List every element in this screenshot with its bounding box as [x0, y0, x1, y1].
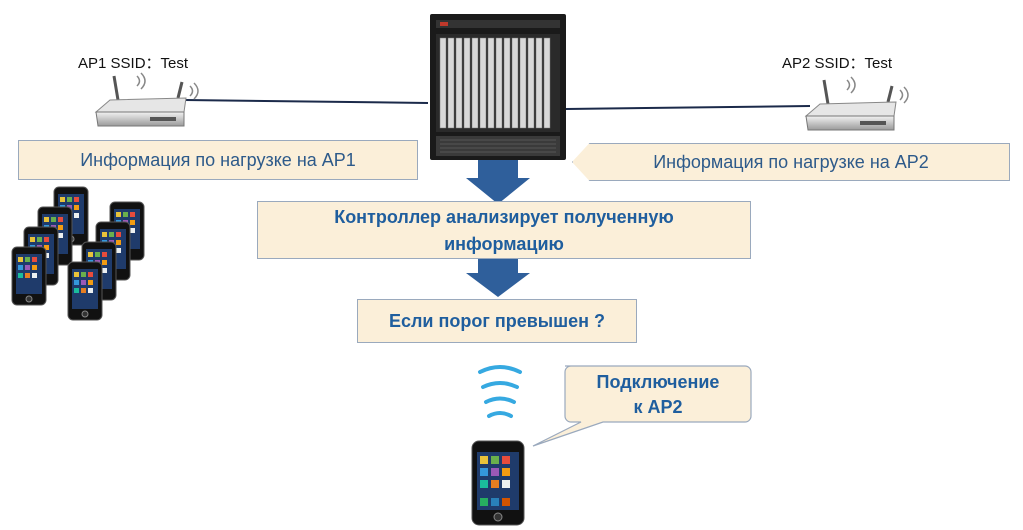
controller-chassis-icon	[430, 14, 566, 160]
ap1-router-icon	[94, 72, 199, 127]
arrow-down-1	[466, 160, 530, 204]
ap1-load-info-box: Информация по нагрузке на AP1	[18, 140, 418, 180]
controller-analysis-line1: Контроллер анализирует полученную	[334, 207, 674, 227]
smartphone-icon	[471, 440, 525, 526]
callout-text: Подключение к AP2	[560, 370, 756, 420]
smartphone-cluster-icon	[11, 186, 145, 321]
wifi-signal-icon	[478, 365, 522, 418]
callout-bubble	[532, 365, 752, 447]
controller-analysis-box: Контроллер анализирует полученную информ…	[257, 201, 751, 259]
callout-line1: Подключение	[596, 372, 720, 392]
controller-analysis-line2: информацию	[444, 234, 564, 254]
ap2-load-info-box: Информация по нагрузке на AP2	[572, 143, 1010, 181]
ap2-router-icon	[804, 76, 909, 131]
ap1-ssid-label: AP1 SSID：Test	[78, 55, 189, 72]
threshold-question-box: Если порог превышен ?	[357, 299, 637, 343]
arrow-down-2	[466, 257, 530, 297]
ap2-ssid-label: AP2 SSID：Test	[782, 55, 893, 72]
callout-line2: к AP2	[633, 397, 683, 417]
